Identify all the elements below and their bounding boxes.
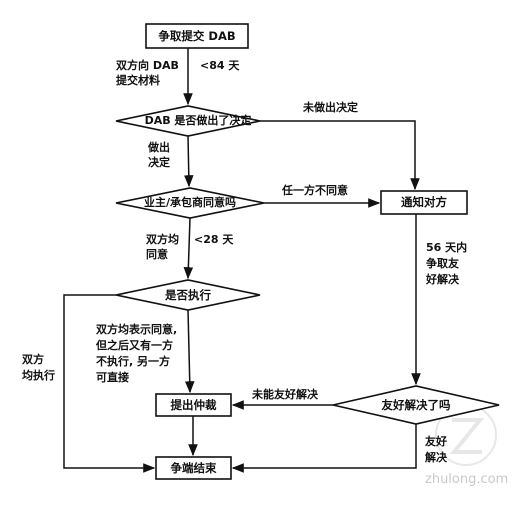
execute-diamond — [115, 279, 261, 311]
submit-materials-label-1: 双方向 DAB — [116, 59, 179, 72]
decided-label-1: 做出 — [148, 141, 170, 154]
execute-text: 是否执行 — [165, 288, 211, 302]
either-disagree-label: 任一方不同意 — [282, 184, 348, 197]
notify-text: 通知对方 — [401, 195, 447, 209]
both-execute-label-2: 均执行 — [22, 369, 55, 382]
dispute-end-text: 争端结束 — [170, 461, 217, 475]
amicable-label-1: 友好 — [425, 435, 447, 448]
both-execute-label-1: 双方 — [22, 353, 44, 366]
days-56-label-3: 好解决 — [426, 273, 459, 286]
not-amicable-label: 未能友好解决 — [252, 388, 318, 401]
watermark-text: zhulong.com — [425, 472, 509, 487]
days-56-label-1: 56 天内 — [426, 241, 468, 254]
note-label-4: 可直接 — [96, 371, 129, 384]
submit-materials-label-2: 提交材料 — [116, 74, 160, 87]
agree-text: 业主/承包商同意吗 — [143, 196, 237, 209]
submit-dab-text: 争取提交 DAB — [158, 29, 236, 43]
dab-decision-text: DAB 是否做出了决定 — [144, 114, 252, 127]
both-agree-label-2: 同意 — [146, 248, 168, 261]
days-28-label: <28 天 — [194, 233, 234, 246]
amicable-diamond — [332, 385, 500, 425]
connectors — [63, 48, 421, 473]
note-label-3: 不执行, 另一方 — [96, 355, 171, 368]
notify-box — [380, 190, 468, 215]
both-agree-label-1: 双方均 — [146, 233, 179, 246]
days-56-label-2: 争取友 — [426, 257, 459, 270]
dispute-end-box — [155, 456, 232, 480]
amicable-text: 友好解决了吗 — [381, 398, 451, 412]
amicable-label-2: 解决 — [425, 451, 447, 464]
note-label-2: 但之后又有一方 — [96, 339, 173, 352]
decided-label-2: 决定 — [148, 156, 170, 169]
arbitration-text: 提出仲裁 — [170, 398, 217, 412]
submit-dab-box — [145, 23, 249, 49]
note-label-1: 双方均表示同意, — [96, 323, 178, 336]
no-decision-label: 未做出决定 — [303, 101, 358, 114]
days-84-label: <84 天 — [200, 59, 240, 72]
